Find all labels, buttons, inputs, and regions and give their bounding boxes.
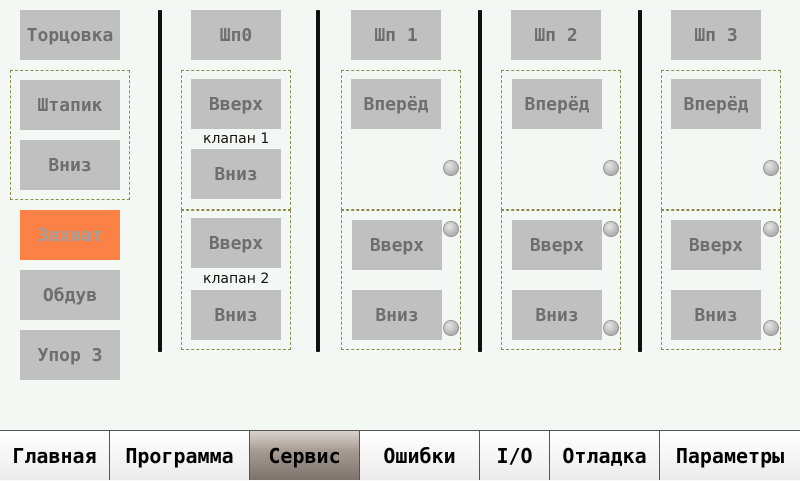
separator-2 (316, 10, 320, 352)
separator-1 (158, 10, 162, 352)
spindle0-title-button[interactable]: Шп0 (191, 10, 281, 60)
spindle0-valve2-group (181, 210, 291, 350)
spindle3-forward-button[interactable]: Вперёд (671, 79, 761, 129)
spindle1-forward-button[interactable]: Вперёд (351, 79, 441, 129)
bottom-tab-bar: Главная Программа Сервис Ошибки I/O Отла… (0, 430, 800, 481)
shtapik-button[interactable]: Штапик (20, 80, 120, 130)
tab-glavnaya[interactable]: Главная (0, 431, 110, 480)
spindle1-down-indicator-icon (443, 320, 459, 336)
spindle2-up-indicator-icon (603, 221, 619, 237)
spindle2-up-button[interactable]: Вверх (512, 220, 602, 270)
spindle1-up-indicator-icon (443, 221, 459, 237)
spindle0-valve2-up-button[interactable]: Вверх (191, 218, 281, 268)
spindle0-valve1-group (181, 70, 291, 210)
spindle0-valve1-up-button[interactable]: Вверх (191, 79, 281, 129)
tab-otladka[interactable]: Отладка (550, 431, 660, 480)
separator-3 (478, 10, 482, 352)
spindle2-forward-group (501, 70, 621, 210)
shtapik-group (10, 70, 130, 200)
spindle2-down-button[interactable]: Вниз (512, 290, 602, 340)
spindle2-down-indicator-icon (603, 320, 619, 336)
spindle3-forward-group (661, 70, 781, 210)
spindle3-title-button[interactable]: Шп 3 (671, 10, 761, 60)
spindle3-down-indicator-icon (763, 320, 779, 336)
tab-parametry[interactable]: Параметры (660, 431, 800, 480)
spindle3-updown-group (661, 210, 781, 350)
valve1-label: клапан 1 (203, 131, 270, 147)
shtapik-down-button[interactable]: Вниз (20, 140, 120, 190)
spindle1-forward-indicator-icon (443, 160, 459, 176)
spindle1-forward-group (341, 70, 461, 210)
valve2-label: клапан 2 (203, 271, 270, 287)
spindle3-up-button[interactable]: Вверх (671, 220, 761, 270)
spindle0-valve2-down-button[interactable]: Вниз (191, 290, 281, 340)
spindle1-updown-group (341, 210, 461, 350)
tab-servis[interactable]: Сервис (250, 431, 360, 480)
spindle3-up-indicator-icon (763, 221, 779, 237)
spindle1-up-button[interactable]: Вверх (352, 220, 442, 270)
zakhvat-button[interactable]: Захват (20, 210, 120, 260)
spindle3-down-button[interactable]: Вниз (671, 290, 761, 340)
spindle2-updown-group (501, 210, 621, 350)
tab-programma[interactable]: Программа (110, 431, 250, 480)
spindle1-down-button[interactable]: Вниз (352, 290, 442, 340)
spindle2-forward-indicator-icon (603, 160, 619, 176)
tortsovka-button[interactable]: Торцовка (20, 10, 120, 60)
spindle0-valve1-down-button[interactable]: Вниз (191, 149, 281, 199)
obduv-button[interactable]: Обдув (20, 270, 120, 320)
spindle2-forward-button[interactable]: Вперёд (512, 79, 602, 129)
tab-oshibki[interactable]: Ошибки (360, 431, 480, 480)
upor-3-button[interactable]: Упор 3 (20, 330, 120, 380)
spindle3-forward-indicator-icon (763, 160, 779, 176)
spindle2-title-button[interactable]: Шп 2 (511, 10, 601, 60)
separator-4 (638, 10, 642, 352)
tab-io[interactable]: I/O (480, 431, 550, 480)
spindle1-title-button[interactable]: Шп 1 (351, 10, 441, 60)
